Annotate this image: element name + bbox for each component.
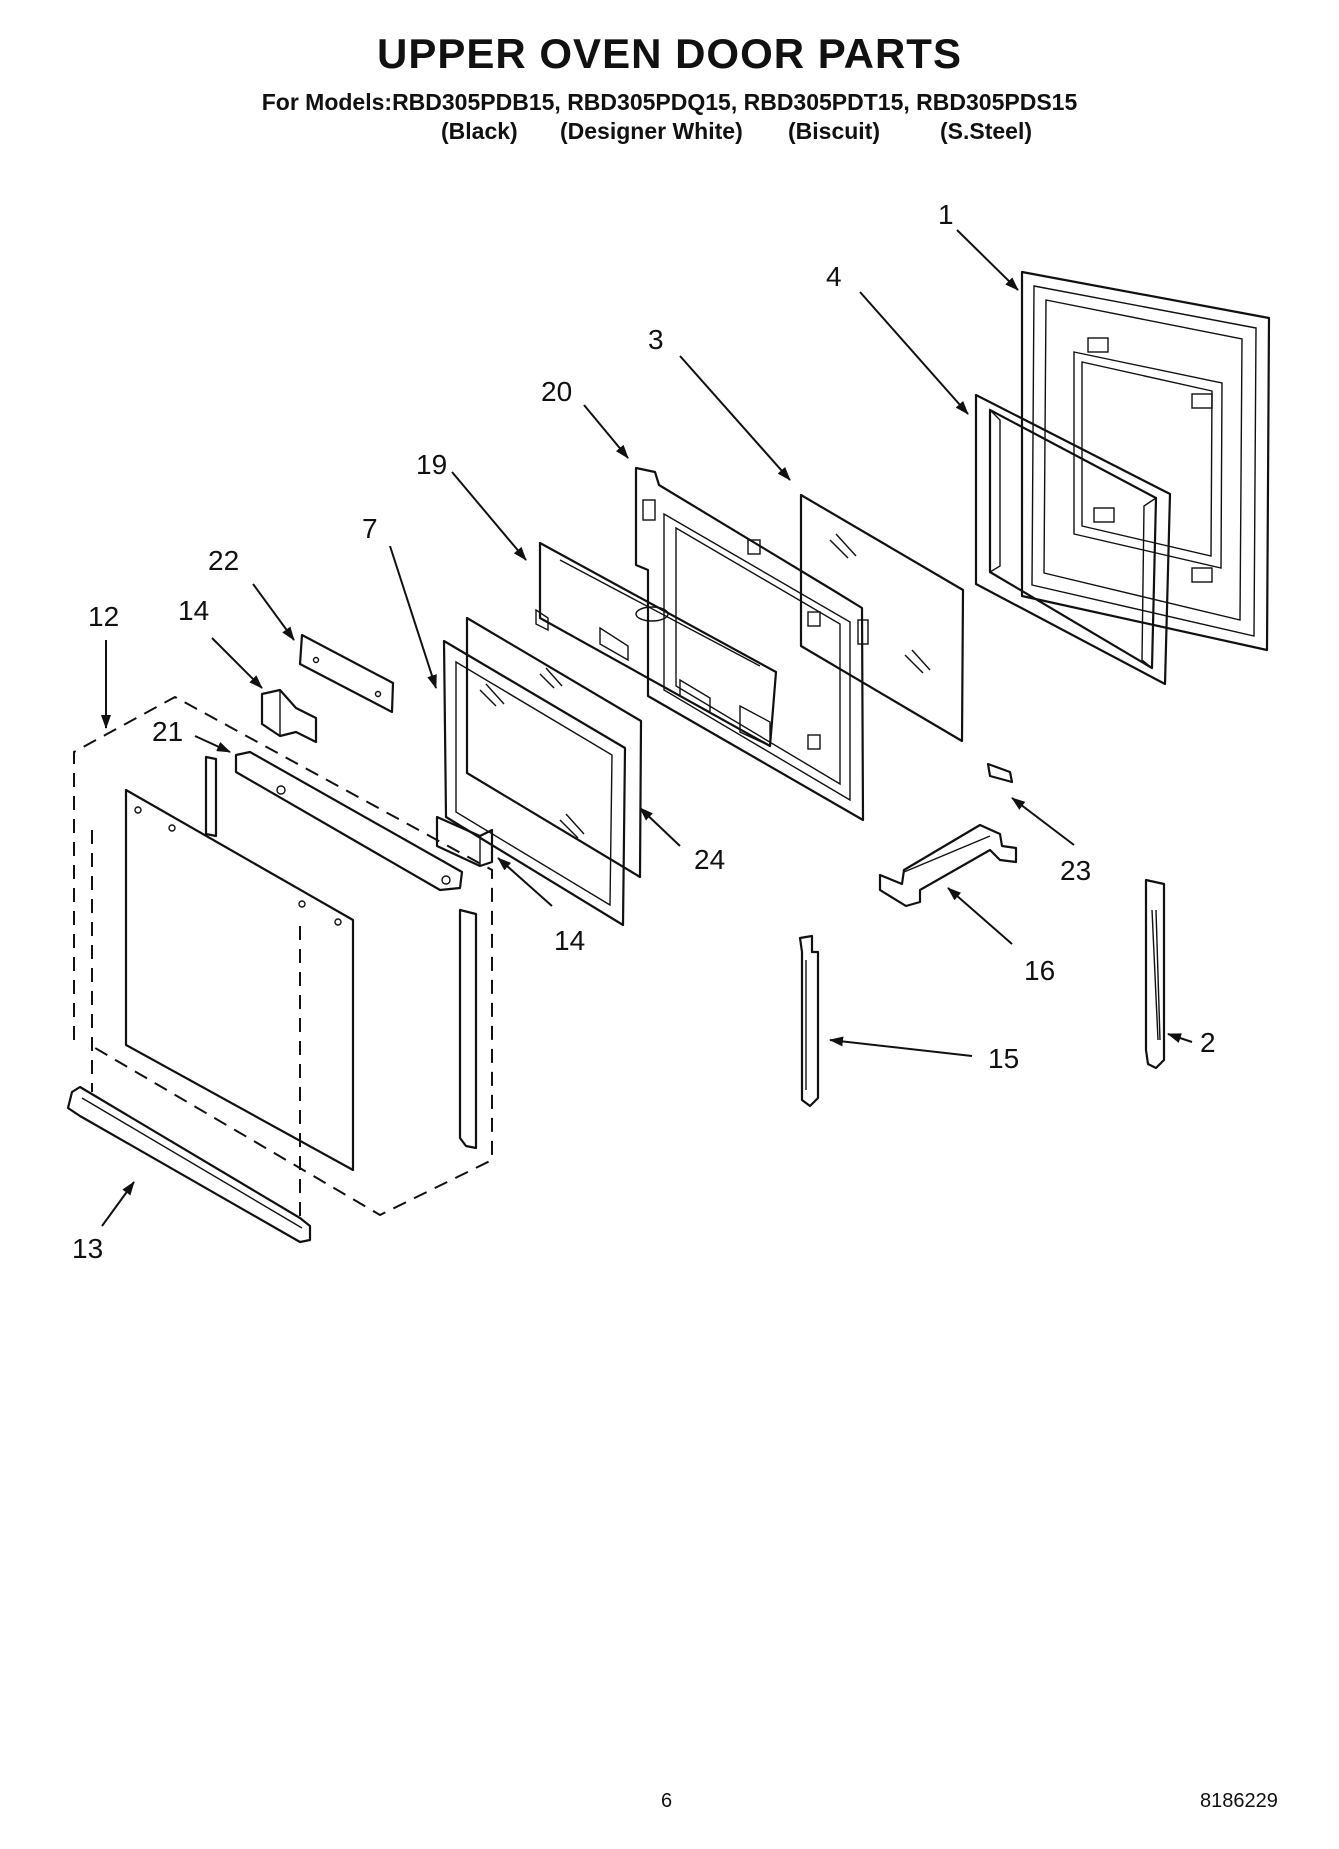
part-20-door-liner xyxy=(634,466,869,822)
part-14-hinge-bracket-upper xyxy=(260,688,318,744)
part-19-baffle xyxy=(535,541,778,748)
callout-2: 2 xyxy=(1200,1027,1216,1058)
callout-3: 3 xyxy=(648,324,664,355)
callout-1: 1 xyxy=(938,199,954,230)
callout-21: 21 xyxy=(152,716,183,747)
part-4-inner-frame xyxy=(974,393,1172,686)
models-line: For Models:RBD305PDB15, RBD305PDQ15, RBD… xyxy=(261,89,1078,115)
part-2-hinge xyxy=(1144,878,1166,1070)
side-trim-right xyxy=(458,908,478,1150)
color-biscuit: (Biscuit) xyxy=(788,118,880,144)
part-24-glass-panel xyxy=(465,616,643,879)
leader-arrows xyxy=(101,229,1193,1227)
callout-16: 16 xyxy=(1024,955,1055,986)
callout-19: 19 xyxy=(416,449,447,480)
callout-14-lower: 14 xyxy=(554,925,585,956)
side-trim-left xyxy=(204,755,218,838)
callout-24: 24 xyxy=(694,844,725,875)
callout-13: 13 xyxy=(72,1233,103,1264)
part-7-glass-panel xyxy=(442,639,627,927)
part-16-bracket xyxy=(878,823,1018,908)
assembly-boundary xyxy=(73,695,493,1222)
part-13-bottom-trim xyxy=(66,1085,312,1244)
part-14-hinge-bracket-lower xyxy=(435,815,494,868)
part-23-clip xyxy=(986,762,1014,784)
part-12-outer-door-panel xyxy=(124,788,355,1172)
callout-4: 4 xyxy=(826,261,842,292)
callout-12: 12 xyxy=(88,601,119,632)
part-15-hinge xyxy=(798,934,820,1108)
callout-22: 22 xyxy=(208,545,239,576)
callout-23: 23 xyxy=(1060,855,1091,886)
part-21-top-trim xyxy=(234,750,464,892)
callout-15: 15 xyxy=(988,1043,1019,1074)
part-3-glass-panel xyxy=(799,493,965,743)
part-22-bracket xyxy=(298,633,395,714)
document-number: 8186229 xyxy=(1200,1790,1278,1812)
callout-20: 20 xyxy=(541,376,572,407)
page-title: UPPER OVEN DOOR PARTS xyxy=(377,30,962,77)
callout-7: 7 xyxy=(362,513,378,544)
color-s-steel: (S.Steel) xyxy=(940,118,1033,144)
color-black: (Black) xyxy=(441,118,518,144)
part-1-door-frame xyxy=(1020,270,1271,652)
callout-14-upper: 14 xyxy=(178,595,209,626)
color-designer-white: (Designer White) xyxy=(560,118,743,144)
page-number: 6 xyxy=(661,1790,673,1812)
